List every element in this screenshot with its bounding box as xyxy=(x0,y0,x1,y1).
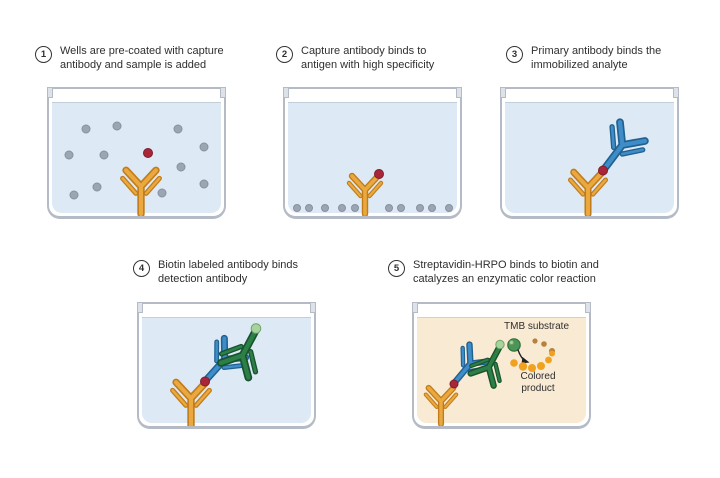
capture-antibody-icon xyxy=(570,172,606,214)
well-scene-5 xyxy=(425,338,555,424)
detection-antibody-icon xyxy=(217,320,273,380)
step-5-header: 5 Streptavidin-HRPO binds to biotin and … xyxy=(388,259,645,286)
step-number-badge: 5 xyxy=(388,260,405,277)
well-scene-1 xyxy=(64,121,209,214)
tmb-substrate-label: TMB substrate xyxy=(504,321,570,332)
elisa-well-3 xyxy=(500,87,679,219)
bound-antigen-dot xyxy=(449,379,459,389)
step-number-badge: 2 xyxy=(276,46,293,63)
well-liquid-reaction xyxy=(417,317,586,423)
step-caption: Wells are pre-coated with capture antibo… xyxy=(60,45,224,71)
well-liquid xyxy=(142,317,311,423)
step-number-badge: 4 xyxy=(133,260,150,277)
step-caption: Biotin labeled antibody binds detection … xyxy=(158,259,299,285)
elisa-well-1 xyxy=(47,87,226,219)
step-caption: Primary antibody binds the immobilized a… xyxy=(531,45,662,71)
step-number-badge: 3 xyxy=(506,46,523,63)
detection-antibody-icon xyxy=(468,338,515,388)
elisa-well-4 xyxy=(137,302,316,429)
settled-sample-dots xyxy=(293,204,453,212)
sample-dots xyxy=(64,121,209,200)
step-panel-4: 4 Biotin labeled antibody binds detectio… xyxy=(133,259,340,429)
colored-product-dots xyxy=(510,350,555,372)
elisa-well-2 xyxy=(283,87,462,219)
step-number-badge: 1 xyxy=(35,46,52,63)
step-caption: Streptavidin-HRPO binds to biotin and ca… xyxy=(413,259,599,285)
well-scene-3 xyxy=(570,120,648,214)
antigen-dot xyxy=(143,148,153,158)
streptavidin-hrpo-icon xyxy=(507,338,521,352)
capture-antibody-icon xyxy=(425,387,457,424)
capture-antibody-icon xyxy=(122,170,160,214)
bound-antigen-dot xyxy=(374,169,384,179)
step-3-header: 3 Primary antibody binds the immobilized… xyxy=(506,45,699,72)
step-panel-3: 3 Primary antibody binds the immobilized… xyxy=(500,45,699,219)
capture-antibody-icon xyxy=(172,382,210,426)
well-scene-4 xyxy=(172,320,273,426)
well-scene-2 xyxy=(293,169,453,214)
colored-product-label: Colored product xyxy=(520,371,556,394)
bound-antigen-dot xyxy=(598,165,608,176)
step-2-header: 2 Capture antibody binds to antigen with… xyxy=(276,45,463,72)
elisa-well-5: TMB substrate Colored product xyxy=(412,302,591,429)
biotin-dot xyxy=(250,323,262,334)
reaction-arrow-icon xyxy=(517,349,530,364)
step-4-header: 4 Biotin labeled antibody binds detectio… xyxy=(133,259,340,286)
step-panel-2: 2 Capture antibody binds to antigen with… xyxy=(276,45,463,219)
biotin-dot xyxy=(495,339,505,350)
step-1-header: 1 Wells are pre-coated with capture anti… xyxy=(35,45,240,72)
bound-antigen-dot xyxy=(200,376,210,387)
step-caption: Capture antibody binds to antigen with h… xyxy=(301,45,435,71)
step-panel-5: 5 Streptavidin-HRPO binds to biotin and … xyxy=(388,259,645,429)
step-panel-1: 1 Wells are pre-coated with capture anti… xyxy=(35,45,240,219)
